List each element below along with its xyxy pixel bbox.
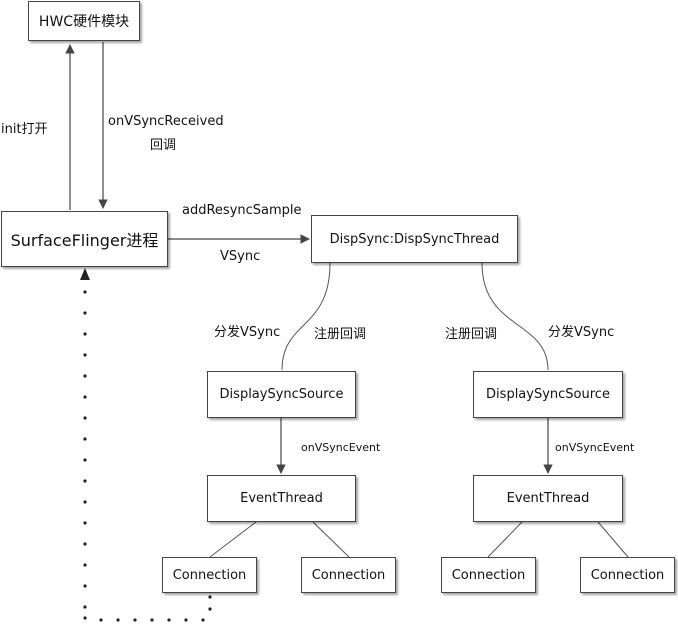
display-sync-source-right-box: DisplaySyncSource: [473, 371, 623, 418]
callback-label: 回调: [150, 138, 177, 153]
vsync-label: VSync: [220, 249, 261, 264]
dispatch-vsync-left-label: 分发VSync: [214, 325, 281, 340]
connection-box-2: Connection: [301, 557, 396, 593]
eventthread-right-box: EventThread: [473, 475, 623, 522]
surfaceflinger-label: SurfaceFlinger进程: [10, 231, 159, 250]
connection-label-1: Connection: [172, 567, 247, 583]
connection-label-3: Connection: [451, 567, 526, 583]
connection-box-4: Connection: [580, 557, 675, 593]
on-vsync-received-label: onVSyncReceived: [108, 114, 224, 129]
eventthread-left-label: EventThread: [240, 491, 323, 506]
right-eventthread-to-conn3: [487, 521, 523, 558]
dotted-path-arrowhead: [80, 268, 90, 280]
connection-label-4: Connection: [590, 567, 665, 583]
init-open-label: init打开: [1, 122, 48, 137]
register-callback-left-label: 注册回调: [314, 327, 367, 342]
connection-box-3: Connection: [441, 557, 536, 593]
eventthread-left-box: EventThread: [207, 475, 356, 522]
display-sync-source-right-label: DisplaySyncSource: [486, 387, 610, 402]
surfaceflinger-box: SurfaceFlinger进程: [1, 211, 168, 267]
left-eventthread-to-conn1: [209, 521, 257, 558]
on-vsync-event-left-label: onVSyncEvent: [301, 441, 381, 454]
hwc-module-label: HWC硬件模块: [38, 14, 130, 30]
dispsync-to-right-source-curve: [481, 262, 549, 371]
display-sync-source-left-label: DisplaySyncSource: [219, 387, 344, 402]
right-eventthread-to-conn4: [597, 521, 629, 558]
on-vsync-event-right-label: onVSyncEvent: [555, 441, 635, 454]
register-callback-right-label: 注册回调: [445, 327, 498, 342]
hwc-module-box: HWC硬件模块: [28, 1, 140, 41]
dispatch-vsync-right-label: 分发VSync: [548, 325, 615, 340]
connection-label-2: Connection: [311, 567, 386, 583]
connection-box-1: Connection: [162, 557, 257, 593]
dispsync-to-left-source-curve: [281, 262, 331, 371]
left-eventthread-to-conn2: [312, 521, 350, 558]
dotted-return-path: [83, 290, 212, 622]
eventthread-right-label: EventThread: [506, 491, 590, 506]
dispsync-box: DispSync:DispSyncThread: [311, 215, 518, 263]
display-sync-source-left-box: DisplaySyncSource: [207, 371, 356, 418]
add-resync-sample-label: addResyncSample: [182, 203, 302, 218]
dispsync-label: DispSync:DispSyncThread: [329, 231, 500, 247]
